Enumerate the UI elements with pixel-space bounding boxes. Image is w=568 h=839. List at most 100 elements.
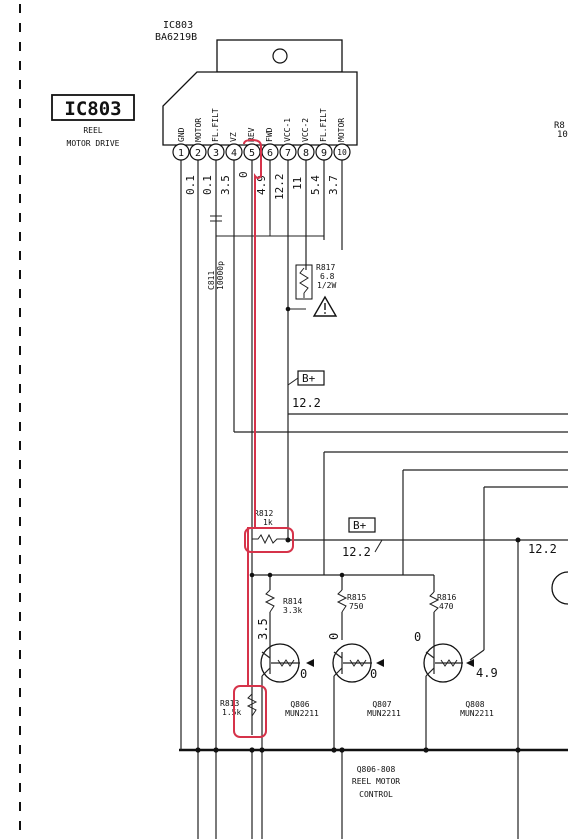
junction-r817 [285,306,291,312]
pin-name-9: FL.FILT [319,108,328,142]
resistor-r814: R814 3.3k [264,589,302,615]
pin-leads [180,160,343,839]
highlight-r812-box [244,527,294,553]
ic-box-label: IC803 [64,98,121,120]
q808-emitter-voltage: 4.9 [476,666,498,680]
resistor-r812: R812 1k [252,509,288,545]
ic-function-line-1: REEL [83,126,102,135]
block-label-line-1: Q806-808 [357,765,396,774]
ic-pins [172,143,351,161]
b-plus-2-label: B+ [353,519,367,532]
pin-num-9: 9 [321,148,327,159]
q806-base-voltage: 3.5 [256,618,270,640]
pin-name-1: GND [177,127,186,142]
r815-ref: R815 [347,593,366,602]
bus-wires [234,413,568,839]
q807-emitter-voltage: 0 [370,667,377,681]
r816-ref: R816 [437,593,456,602]
partial-component-right [551,571,568,605]
r817-value: 6.8 [320,272,335,281]
pin-voltage-7: 12.2 [273,174,286,201]
r813-ref: R813 [220,699,239,708]
r817-rating: 1/2W [317,281,336,290]
highlight-r813-box [233,685,267,738]
junction-bias-2 [267,572,273,578]
block-label-line-3: CONTROL [359,790,393,799]
pin-name-10: MOTOR [337,118,346,142]
junction-right-supply [515,537,521,543]
r813-value: 1.5k [222,708,241,717]
ic-label-box [51,94,135,121]
resistor-r816: R816 470 [428,591,456,613]
safety-warning-icon [312,295,338,317]
pin-num-6: 6 [267,148,273,159]
b-plus-1-voltage: 12.2 [292,396,321,410]
pin-name-5: REV [247,127,256,142]
pin-name-4: VZ [229,132,238,142]
junction-r812 [285,537,291,543]
transistor-q807 [332,643,384,750]
b-plus-flag-2: B+ [348,517,383,553]
transistor-q808 [423,638,485,750]
edge-ref-line-2: 10 [557,130,568,140]
c811-ref: C811 [207,271,216,290]
b-plus-flag-1: B+ [287,370,325,386]
q807-part: MUN2211 [367,709,401,718]
ground-junctions [195,747,521,753]
q806-part: MUN2211 [285,709,319,718]
pin-voltages: 0.1 0.1 3.5 0 4.9 12.2 11 5.4 3.7 [184,171,340,200]
pin-name-7: VCC-1 [283,118,292,142]
q808-ref: Q808 [465,700,484,709]
resistor-r815: R815 750 [336,589,366,613]
pin-numbers: 1 2 3 4 5 6 7 8 9 10 [178,148,347,159]
ic-part-label: BA6219B [155,32,197,43]
q806-ref: Q806 [290,700,309,709]
ic-ref-label: IC803 [163,20,193,31]
q807-ref: Q807 [372,700,391,709]
pin-name-2: MOTOR [194,118,203,142]
resistor-r813: R813 1.5k [220,693,258,717]
junction-bias-1 [249,572,255,578]
pin-voltage-10: 3.7 [327,175,340,195]
edge-ref-line-1: R8 [554,121,565,131]
right-supply-voltage: 12.2 [528,542,557,556]
b-plus-1-label: B+ [302,372,316,385]
q807-base-voltage: 0 [327,633,341,640]
highlight-rev-path [243,138,262,686]
ic-function-line-2: MOTOR DRIVE [67,139,120,148]
pin-voltage-8: 11 [291,177,304,190]
pin-voltage-3: 3.5 [219,175,232,195]
pin-num-7: 7 [285,148,291,159]
q808-base-voltage: 0 [414,630,421,644]
pin-voltage-1: 0.1 [184,175,197,195]
q808-part: MUN2211 [460,709,494,718]
resistor-r817: R817 6.8 1/2W [295,263,336,300]
pin-voltage-5: 0 [237,171,250,178]
r812-value: 1k [263,518,273,527]
bias-wires [252,574,435,640]
capacitor-c811: C811 10000p [207,215,225,290]
b-plus-2-voltage: 12.2 [342,545,371,559]
highlight-annotations [233,138,294,738]
c811-value: 10000p [216,261,225,290]
pin-voltage-2: 0.1 [201,175,214,195]
pin-num-8: 8 [303,148,309,159]
pin-num-4: 4 [231,148,237,159]
pin-names: GND MOTOR FL.FILT VZ REV FWD VCC-1 VCC-2… [177,108,346,142]
r814-ref: R814 [283,597,302,606]
junction-bias-3 [339,572,345,578]
r812-ref: R812 [254,509,273,518]
transistor-q806 [260,640,314,750]
pin-name-6: FWD [265,127,274,142]
block-label-line-2: REEL MOTOR [352,777,400,786]
r815-value: 750 [349,602,364,611]
r816-value: 470 [439,602,454,611]
lower-wires [251,750,343,839]
pin-voltage-6: 4.9 [255,175,268,195]
r814-value: 3.3k [283,606,302,615]
pin-num-1: 1 [178,148,184,159]
pin-name-8: VCC-2 [301,118,310,142]
pin-num-5: 5 [249,148,255,159]
q806-emitter-voltage: 0 [300,667,307,681]
